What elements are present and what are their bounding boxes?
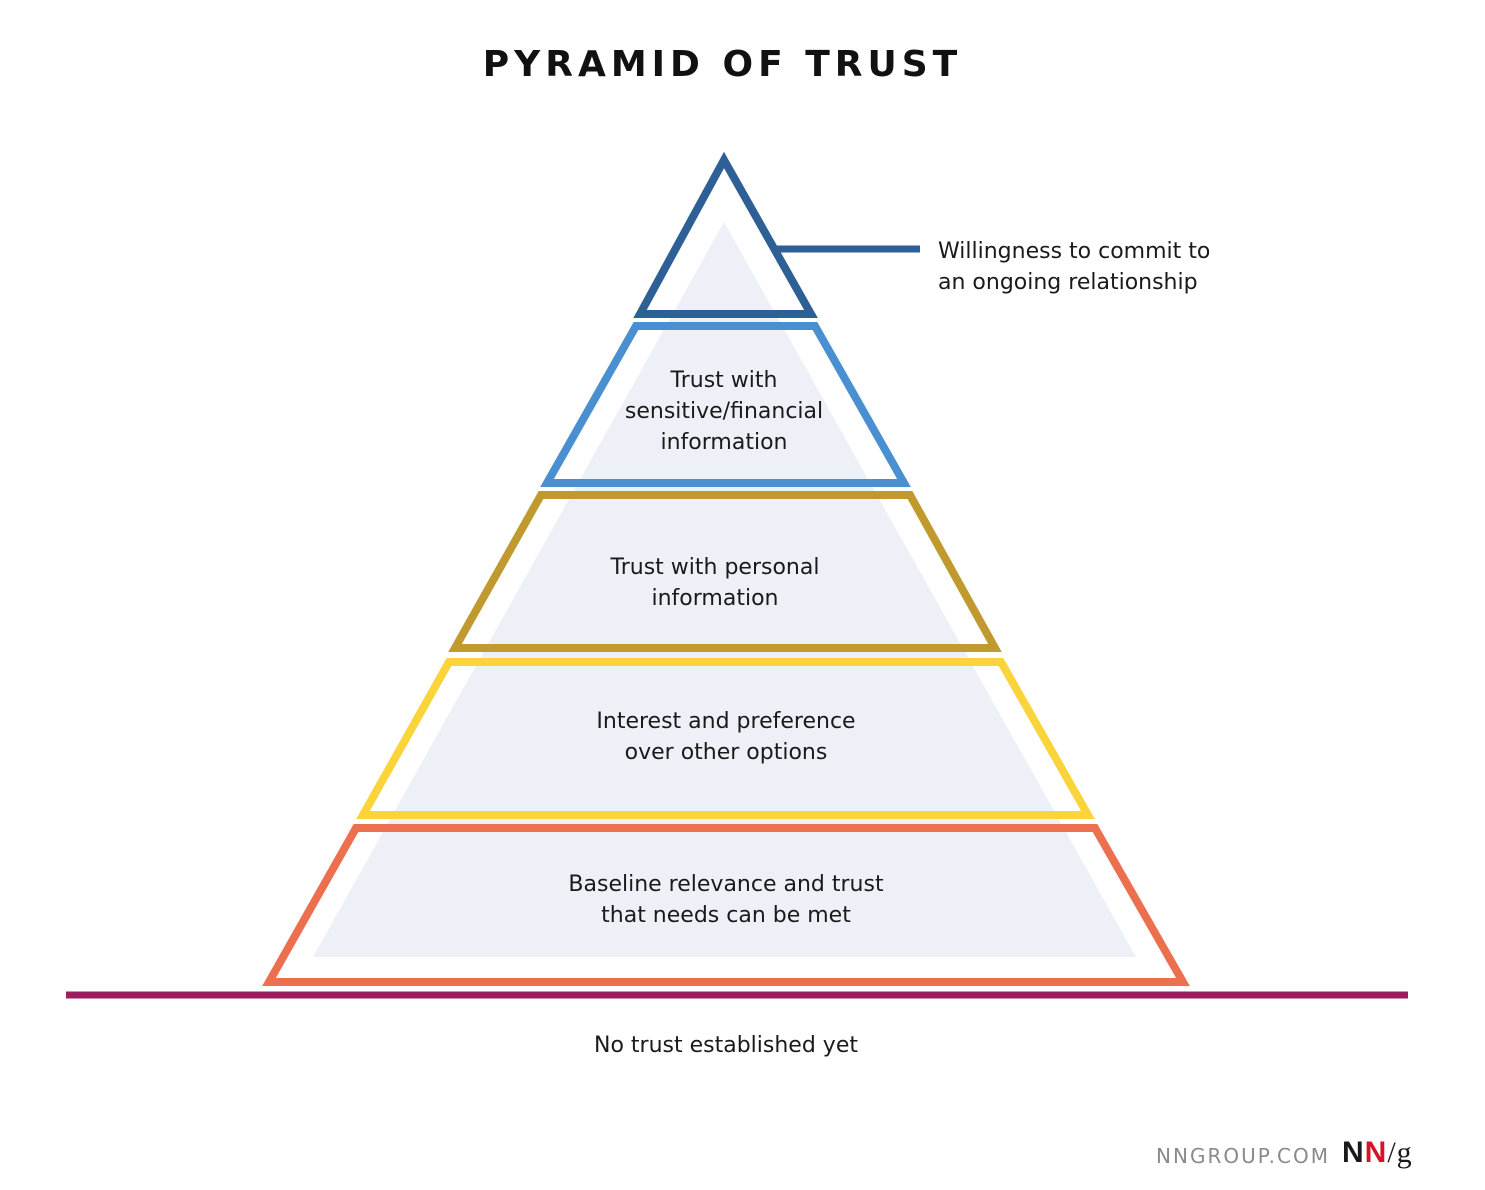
level-label-personal: Trust with personal information bbox=[610, 555, 820, 611]
nng-logo: NN/g bbox=[1342, 1136, 1413, 1170]
logo-n2: N bbox=[1364, 1136, 1388, 1169]
pyramid-level-personal bbox=[448, 491, 1002, 652]
pyramid-level-interest bbox=[356, 658, 1095, 819]
callout-commitment-label: Willingness to commit to an ongoing rela… bbox=[938, 239, 1211, 295]
level-label-baseline: Baseline relevance and trust that needs … bbox=[568, 872, 884, 928]
pyramid-level-commitment bbox=[633, 151, 818, 318]
pyramid-level-baseline bbox=[262, 824, 1190, 986]
diagram-title: PYRAMID OF TRUST bbox=[482, 44, 963, 85]
logo-n1: N bbox=[1342, 1136, 1365, 1169]
logo-slash-g: /g bbox=[1387, 1136, 1413, 1169]
footer-site-url: NNGROUP.COM bbox=[1156, 1144, 1330, 1168]
pyramid-level-financial bbox=[540, 322, 911, 487]
level-label-financial: Trust with sensitive/financial informati… bbox=[624, 368, 824, 455]
pyramid-background-shape bbox=[313, 222, 1136, 957]
no-trust-label: No trust established yet bbox=[594, 1033, 858, 1058]
level-label-interest: Interest and preference over other optio… bbox=[596, 709, 856, 765]
